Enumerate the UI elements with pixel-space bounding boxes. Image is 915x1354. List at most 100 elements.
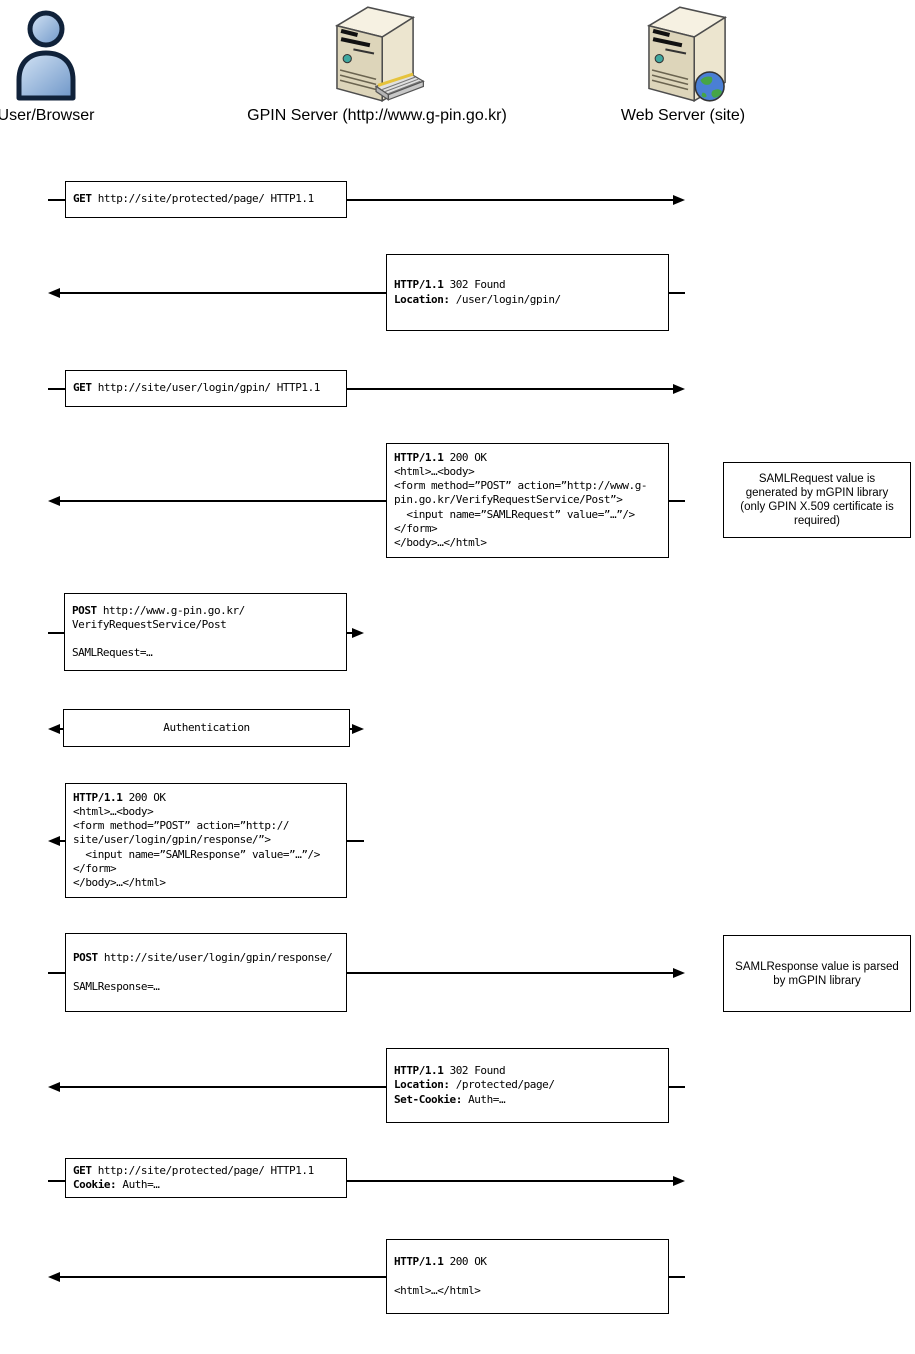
keyword: Location: <box>394 292 450 306</box>
arrow-m3-line <box>347 388 673 390</box>
code-line <box>72 632 339 646</box>
code-line: <input name=”SAMLRequest” value=”…”/> <box>394 508 661 522</box>
arrow-m2-head-left <box>48 288 60 298</box>
code-line: Cookie: Auth=… <box>73 1178 339 1192</box>
keyword: HTTP/1.1 <box>394 1064 444 1078</box>
code-line: <input name=”SAMLResponse” value=”…”/> <box>73 848 339 862</box>
text: <html>…<body> <box>394 464 475 478</box>
code-line: pin.go.kr/VerifyRequestService/Post”> <box>394 493 661 507</box>
code-line: Location: /protected/page/ <box>394 1078 661 1092</box>
text: http://site/protected/page/ HTTP1.1 <box>91 192 314 206</box>
text: </body>…</html> <box>73 876 166 889</box>
text: <form method=”POST” action=”http:// <box>73 819 290 833</box>
msg-200-ok-samlresponse-form: HTTP/1.1 200 OK<html>…<body><form method… <box>65 783 347 898</box>
keyword: Location: <box>394 1078 450 1092</box>
code-line: </form> <box>73 862 339 876</box>
text: /protected/page/ <box>449 1078 555 1092</box>
code-line: Set-Cookie: Auth=… <box>394 1093 661 1107</box>
code-line: HTTP/1.1 200 OK <box>394 1255 661 1269</box>
arrow-m5-stub <box>48 632 65 634</box>
text: </form> <box>394 521 438 535</box>
actor-label-user: User/Browser <box>0 107 95 124</box>
keyword: POST <box>73 951 98 965</box>
text: http://site/user/login/gpin/ HTTP1.1 <box>91 381 321 395</box>
text: 200 OK <box>443 1255 487 1269</box>
user-icon <box>16 10 76 101</box>
arrow-m8-line <box>347 972 673 974</box>
text: http://www.g-pin.go.kr/ <box>96 603 245 617</box>
code-line: <html>…<body> <box>73 805 339 819</box>
web-server-icon <box>646 6 728 103</box>
text: 200 OK <box>443 450 487 464</box>
actor-label-web: Web Server (site) <box>620 107 746 124</box>
code-line: VerifyRequestService/Post <box>72 618 339 632</box>
keyboard-icon <box>374 72 425 101</box>
note-samlresponse-parsed: SAMLResponse value is parsed by mGPIN li… <box>723 935 911 1012</box>
arrow-m7-stub-left <box>60 840 66 842</box>
keyword: Cookie: <box>73 1178 117 1191</box>
text: http://site/user/login/gpin/response/ <box>97 951 333 965</box>
text: <input name=”SAMLResponse” value=”…”/> <box>73 847 320 861</box>
code-line: HTTP/1.1 302 Found <box>394 1064 661 1078</box>
arrow-m1-stub <box>48 199 65 201</box>
code-line: <form method=”POST” action=”http:// <box>73 819 339 833</box>
arrow-m4-line <box>60 500 386 502</box>
arrow-m2-stub <box>669 292 685 294</box>
gpin-server-icon <box>334 6 425 103</box>
globe-icon <box>694 71 725 102</box>
arrow-m10-line <box>347 1180 673 1182</box>
text: /user/login/gpin/ <box>449 292 561 306</box>
code-line: <form method=”POST” action=”http://www.g… <box>394 479 661 493</box>
arrow-m6-head-left <box>48 724 60 734</box>
msg-post-gpin-response: POST http://site/user/login/gpin/respons… <box>65 933 347 1012</box>
code-line: HTTP/1.1 200 OK <box>394 451 661 465</box>
arrow-m4-head-left <box>48 496 60 506</box>
text: pin.go.kr/VerifyRequestService/Post”> <box>394 493 623 507</box>
code-line: Authentication <box>71 721 342 735</box>
arrow-m7-stub-right <box>347 840 364 842</box>
arrow-m7-head-left <box>48 836 60 846</box>
code-line: GET http://site/user/login/gpin/ HTTP1.1 <box>73 381 339 395</box>
code-line: POST http://site/user/login/gpin/respons… <box>73 951 339 965</box>
code-line: SAMLResponse=… <box>73 980 339 994</box>
text: Authentication <box>163 720 250 734</box>
keyword: HTTP/1.1 <box>394 278 444 292</box>
arrow-m9-head-left <box>48 1082 60 1092</box>
arrow-m3-head-right <box>673 384 685 394</box>
arrow-m6-head-right <box>352 724 364 734</box>
arrow-m11-stub <box>669 1276 685 1278</box>
text: </body>…</html> <box>394 536 487 549</box>
arrow-m6-stub-left <box>60 728 64 730</box>
keyword: HTTP/1.1 <box>73 790 123 804</box>
arrow-m10-stub <box>48 1180 65 1182</box>
arrow-m8-stub <box>48 972 65 974</box>
arrow-m9-line <box>60 1086 386 1088</box>
arrow-m2-line <box>60 292 386 294</box>
msg-get-login-gpin: GET http://site/user/login/gpin/ HTTP1.1 <box>65 370 347 407</box>
code-line: </form> <box>394 522 661 536</box>
text: <input name=”SAMLRequest” value=”…”/> <box>394 507 635 521</box>
code-line: GET http://site/protected/page/ HTTP1.1 <box>73 1164 339 1178</box>
text: </form> <box>73 861 117 875</box>
text: site/user/login/gpin/response/”> <box>73 833 271 847</box>
arrow-m6-stub-right <box>350 728 353 730</box>
note-samlrequest-generated: SAMLRequest value is generated by mGPIN … <box>723 462 911 538</box>
arrow-m8-head-right <box>673 968 685 978</box>
arrow-m1-line <box>347 199 673 201</box>
arrow-m10-head-right <box>673 1176 685 1186</box>
text: VerifyRequestService/Post <box>72 617 227 631</box>
code-line: </body>…</html> <box>394 536 661 550</box>
code-line: <html>…<body> <box>394 465 661 479</box>
actor-label-gpin: GPIN Server (http://www.g-pin.go.kr) <box>247 107 507 124</box>
code-line: HTTP/1.1 200 OK <box>73 791 339 805</box>
keyword: HTTP/1.1 <box>394 1255 444 1269</box>
text: Auth=… <box>116 1178 160 1191</box>
msg-authentication: Authentication <box>63 709 350 747</box>
keyword: GET <box>73 192 92 206</box>
text: http://site/protected/page/ HTTP1.1 <box>91 1163 314 1177</box>
arrow-m5-head-right <box>352 628 364 638</box>
code-line <box>394 1269 661 1283</box>
